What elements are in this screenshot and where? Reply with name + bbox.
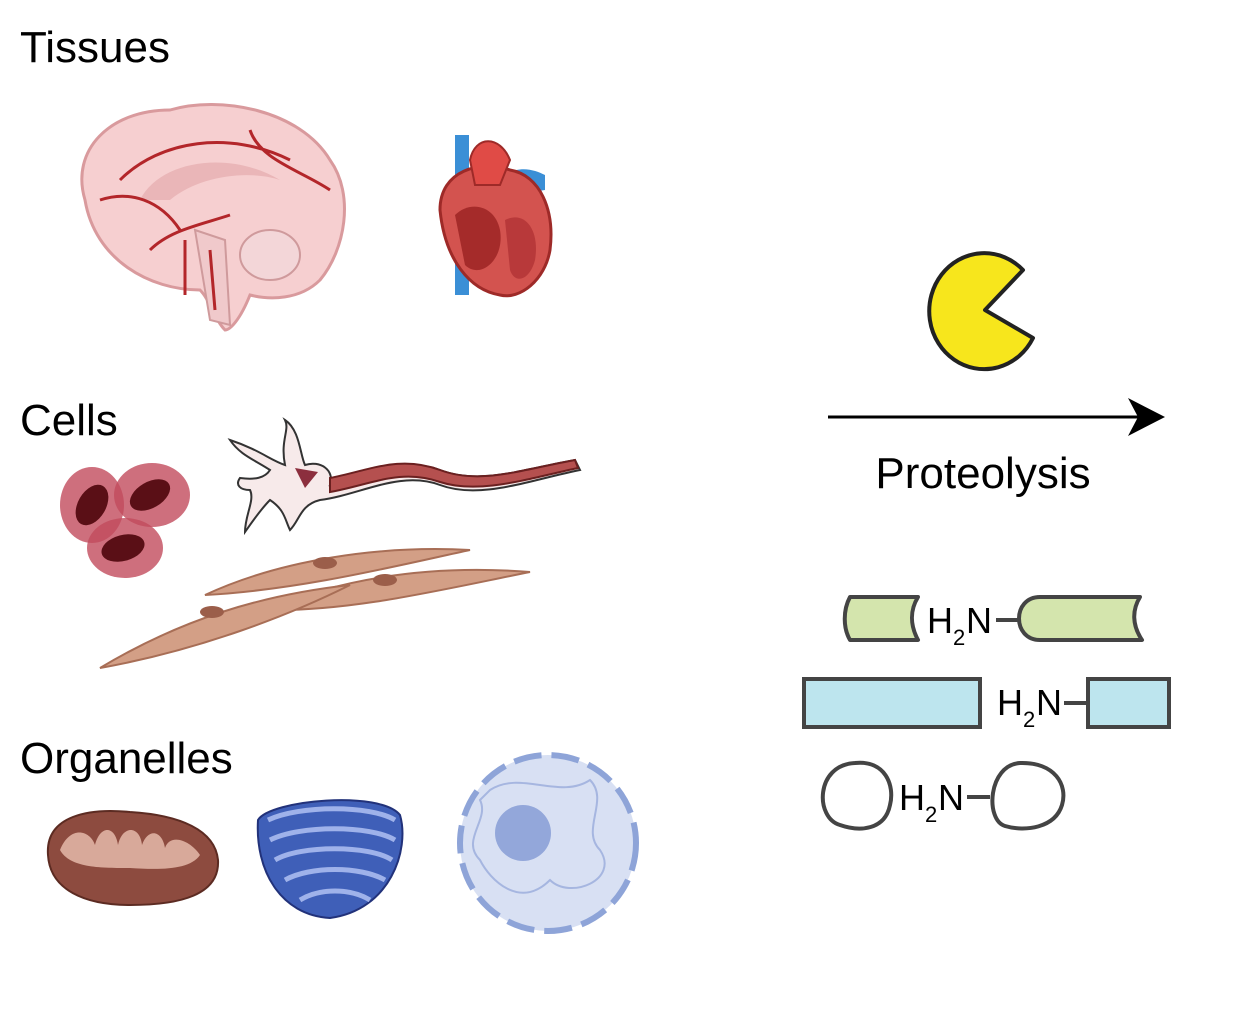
coil-peptide-fragments: H 2 N xyxy=(820,760,1066,831)
heart-icon xyxy=(438,135,553,298)
organelles-label: Organelles xyxy=(20,734,233,783)
cells-label: Cells xyxy=(20,396,118,445)
nucleus-icon xyxy=(457,752,639,934)
sheet-peptide-fragments: H 2 N xyxy=(802,677,1171,732)
golgi-apparatus-icon xyxy=(256,799,404,920)
amine-n: N xyxy=(938,777,964,818)
amine-h: H xyxy=(899,777,925,818)
red-blood-cells-icon xyxy=(60,463,190,578)
amine-sub: 2 xyxy=(1023,707,1035,732)
tissues-label: Tissues xyxy=(20,23,170,72)
smooth-muscle-cells-icon xyxy=(99,548,531,669)
neuron-icon xyxy=(227,417,582,536)
proteolysis-label: Proteolysis xyxy=(875,449,1090,498)
amine-n: N xyxy=(966,600,992,641)
brain-icon xyxy=(80,103,346,332)
amine-sub: 2 xyxy=(953,625,965,650)
arrow-right-icon xyxy=(828,398,1165,436)
amine-sub: 2 xyxy=(925,802,937,827)
helical-peptide-fragments: H 2 N xyxy=(842,595,1144,650)
pacman-icon xyxy=(927,251,1035,372)
amine-h: H xyxy=(997,682,1023,723)
mitochondrion-icon xyxy=(46,810,220,907)
amine-h: H xyxy=(927,600,953,641)
amine-n: N xyxy=(1036,682,1062,723)
